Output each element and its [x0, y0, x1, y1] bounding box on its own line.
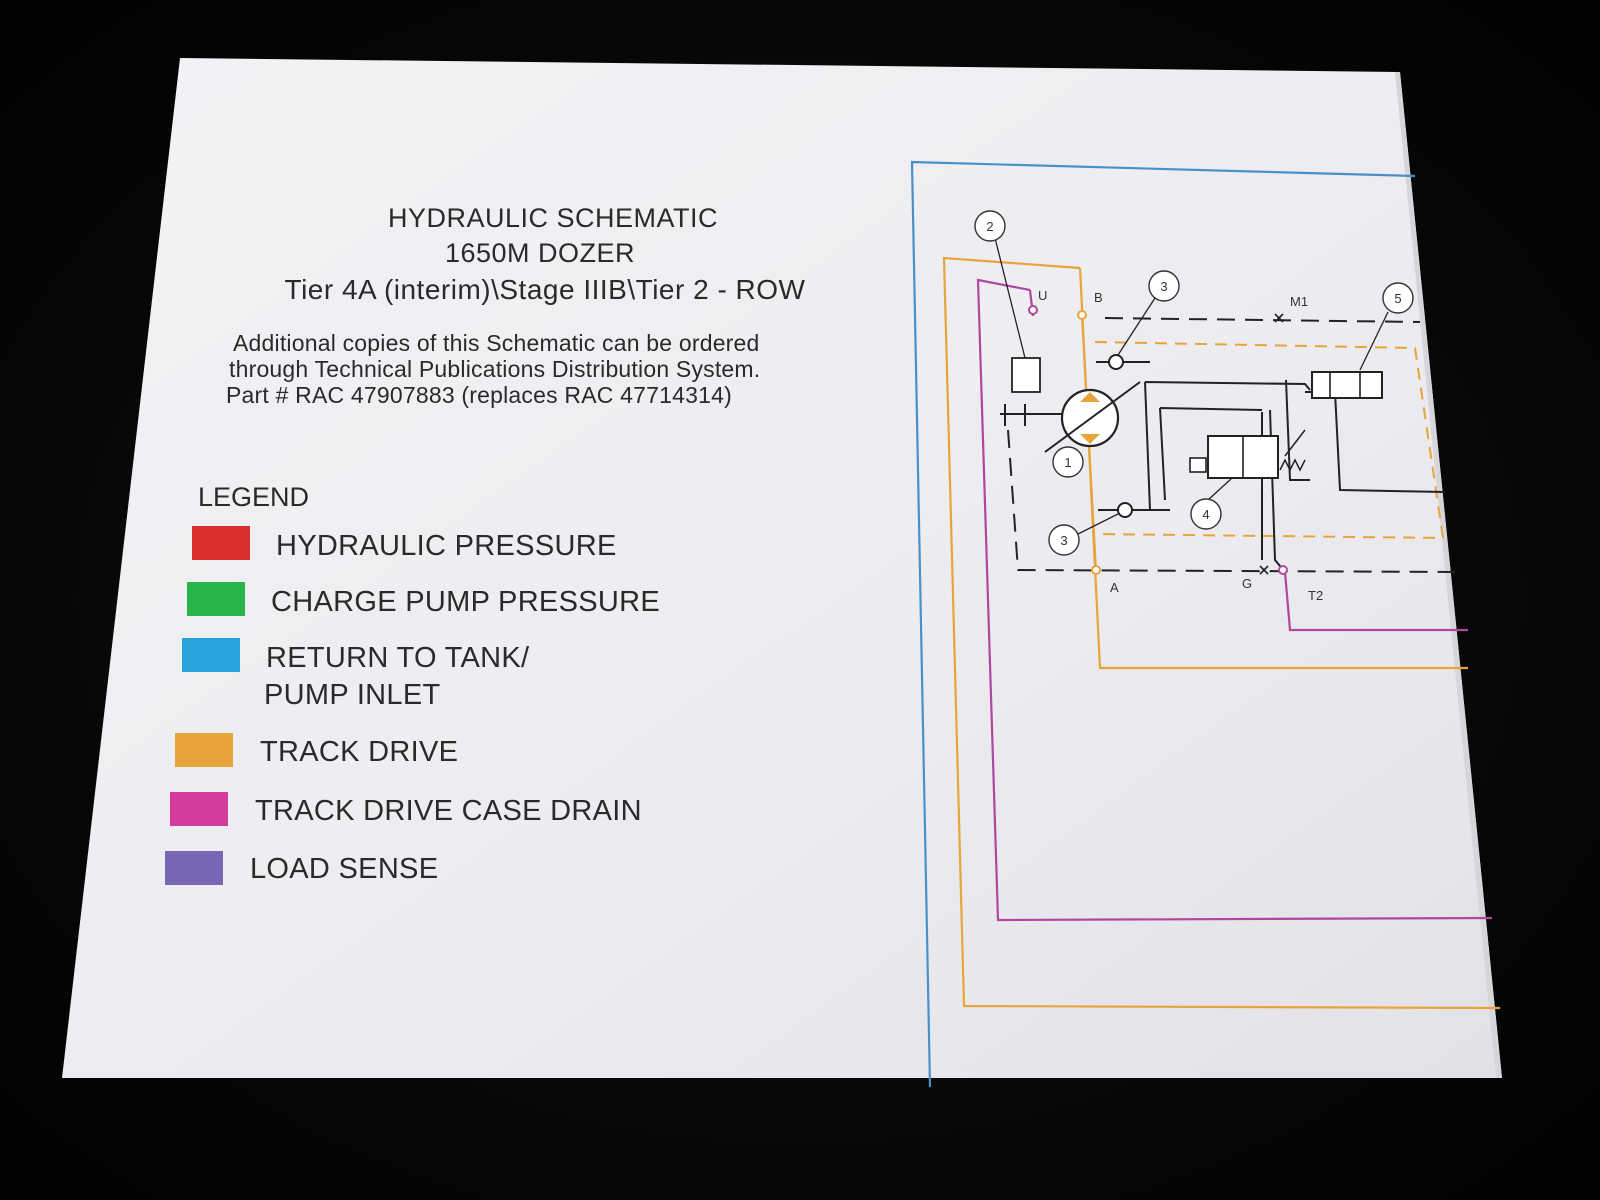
callout-4: 4	[1190, 498, 1222, 530]
pump-triangle-bottom	[1080, 434, 1100, 444]
case-drain-t2-line	[1283, 571, 1468, 632]
legend-label-track-drive-case-drain: TRACK DRIVE CASE DRAIN	[255, 795, 642, 827]
port-t2-marker	[1278, 565, 1288, 575]
cylinder-piston	[1329, 372, 1361, 398]
port-g-label: G	[1242, 576, 1252, 591]
callout-5: 5	[1382, 282, 1414, 314]
legend-label-track-drive: TRACK DRIVE	[260, 736, 459, 768]
valve-adjust-arrow	[1284, 429, 1306, 457]
legend-swatch-hydraulic-pressure	[192, 526, 250, 560]
callout-3-upper: 3	[1117, 270, 1180, 356]
legend-swatch-charge-pump-pressure	[187, 582, 245, 616]
ordering-note-line3: Part # RAC 47907883 (replaces RAC 477143…	[226, 382, 732, 408]
valve-to-callout4	[1207, 477, 1233, 501]
valve-solenoid	[1189, 457, 1207, 473]
legend-swatch-track-drive-case-drain	[170, 792, 228, 826]
port-b-marker	[1077, 310, 1087, 320]
check-valve-lower	[1117, 502, 1133, 518]
port-g-marker	[1259, 565, 1269, 575]
cylinder-to-callout5	[1359, 311, 1389, 371]
legend-swatch-return-to-tank	[182, 638, 240, 672]
port-t2-label: T2	[1308, 588, 1323, 603]
callout-5-label: 5	[1394, 291, 1401, 306]
port-b-label: B	[1094, 290, 1103, 305]
port-m1-label: M1	[1290, 294, 1308, 309]
legend-label-charge-pump-pressure: CHARGE PUMP PRESSURE	[271, 586, 660, 618]
schematic-diagram: 2 3 5 1 4 3	[910, 160, 1501, 1088]
port-m1-marker	[1274, 313, 1284, 323]
legend-swatch-load-sense	[165, 851, 223, 885]
callout-2: 2	[974, 210, 1006, 242]
callout-1-label: 1	[1064, 455, 1071, 470]
callout-3-upper-label: 3	[1160, 279, 1167, 294]
pump-control-box	[1011, 357, 1041, 393]
cylinder-symbol	[1311, 371, 1383, 399]
callout-3-lower-label: 3	[1060, 533, 1067, 548]
port-a-marker	[1091, 565, 1101, 575]
port-a-label: A	[1110, 580, 1119, 595]
callout-4-label: 4	[1202, 507, 1209, 522]
legend-label-pump-inlet: PUMP INLET	[264, 679, 441, 711]
legend-label-load-sense: LOAD SENSE	[250, 853, 439, 885]
check-valve-links	[1096, 361, 1170, 511]
callout-3-lower: 3	[1048, 513, 1119, 556]
control-to-callout2	[994, 237, 1026, 359]
component-boundary-dashed	[1007, 317, 1456, 573]
ordering-note-line2: through Technical Publications Distribut…	[229, 356, 761, 382]
schematic-frame	[910, 160, 1416, 1088]
legend-swatches	[165, 526, 250, 885]
legend-label-return-to-tank: RETURN TO TANK/	[266, 642, 530, 674]
internal-lines	[1144, 379, 1446, 573]
schematic-model: 1650M DOZER	[444, 238, 636, 268]
paper-fold-shadow	[1395, 72, 1502, 1078]
callout-2-label: 2	[986, 219, 993, 234]
track-drive-outer-line	[942, 256, 1501, 1010]
case-drain-outer-line	[976, 278, 1493, 922]
paper-surface	[62, 58, 1502, 1078]
port-u-marker	[1028, 305, 1038, 315]
schematic-tier: Tier 4A (interim)\Stage IIIB\Tier 2 - RO…	[284, 274, 806, 305]
pump-shaft	[1000, 404, 1062, 426]
port-u-label: U	[1038, 288, 1047, 303]
charge-circuit-dashed	[1094, 341, 1445, 540]
valve-spring	[1279, 458, 1306, 472]
legend-label-hydraulic-pressure: HYDRAULIC PRESSURE	[276, 530, 617, 562]
pump-variable-arrow	[1044, 381, 1141, 453]
legend-title: LEGEND	[198, 482, 310, 512]
ordering-note-line1: Additional copies of this Schematic can …	[233, 330, 760, 356]
callout-1: 1	[1052, 446, 1084, 478]
pump-triangle-top	[1080, 392, 1100, 402]
legend-swatch-track-drive	[175, 733, 233, 767]
check-valve-upper	[1108, 354, 1124, 370]
schematic-title: HYDRAULIC SCHEMATIC	[387, 203, 719, 233]
